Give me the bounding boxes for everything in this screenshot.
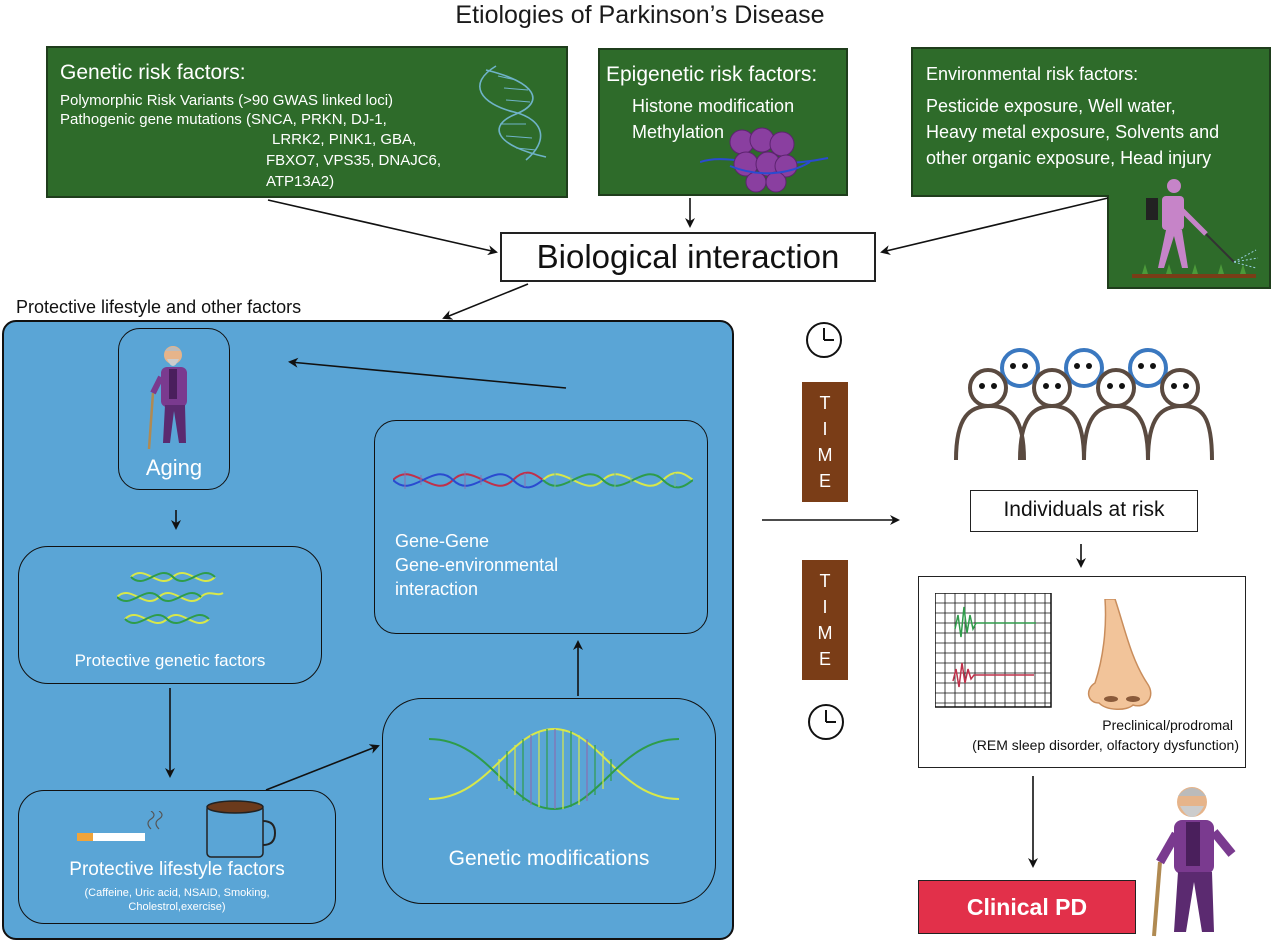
histone-icon [700, 127, 829, 193]
preclinical-label: Preclinical/prodromal [1102, 717, 1233, 733]
time-letter: M [817, 623, 833, 643]
aging-label: Aging [145, 455, 203, 480]
pesticide-farmer-icon [1132, 179, 1259, 278]
genetic-risk-line2: Pathogenic gene mutations (SNCA, PRKN, D… [60, 111, 387, 128]
time-letter: M [817, 445, 833, 465]
clinical-pd-box: Clinical PD [918, 880, 1136, 934]
epigenetic-risk-box: Epigenetic risk factors: Histone modific… [598, 48, 848, 196]
time-letter: E [818, 649, 831, 669]
environmental-line3: other organic exposure, Head injury [926, 148, 1212, 168]
protective-lifestyle-line1: (Caffeine, Uric acid, NSAID, Smoking, [84, 887, 270, 899]
interaction-label: interaction [395, 579, 479, 599]
protective-lifestyle-line2: Cholestrol,exercise) [128, 901, 226, 913]
nose-icon [1087, 599, 1152, 710]
protective-genetic-label: Protective genetic factors [74, 651, 266, 670]
elderly-patient-icon [1152, 787, 1236, 937]
dna-helix-icon [479, 65, 547, 161]
aging-box: Aging [118, 328, 230, 490]
genetic-modifications-box: Genetic modifications [382, 698, 716, 904]
genetic-risk-heading: Genetic risk factors: [60, 61, 246, 84]
epigenetic-line1: Histone modification [632, 96, 795, 116]
gene-interaction-box: Gene-Gene Gene-environmental interaction [374, 420, 708, 634]
time-letter: I [822, 597, 828, 617]
time-letter: E [818, 471, 831, 491]
genetic-risk-line5: ATP13A2) [266, 173, 335, 190]
sleep-eeg-grid-icon [935, 593, 1052, 708]
protective-lifestyle-box: Protective lifestyle factors (Caffeine, … [18, 790, 336, 924]
gene-gene-label: Gene-Gene [395, 531, 490, 551]
time-letter: I [822, 419, 828, 439]
clock-icon [808, 704, 844, 740]
biological-interaction-box: Biological interaction [500, 232, 876, 282]
epigenetic-risk-heading: Epigenetic risk factors: [606, 63, 818, 86]
time-box-upper: T I M E [802, 382, 848, 502]
individuals-at-risk-box: Individuals at risk [970, 490, 1198, 532]
protective-genetic-box: Protective genetic factors [18, 546, 322, 684]
preclinical-symptoms: (REM sleep disorder, olfactory dysfuncti… [972, 737, 1239, 753]
gene-interaction-dna-icon [393, 471, 693, 489]
protective-factors-label: Protective lifestyle and other factors [16, 297, 302, 317]
genetic-risk-line3: LRRK2, PINK1, GBA, [272, 131, 417, 148]
gene-environmental-label: Gene-environmental [395, 555, 559, 575]
diagram-title: Etiologies of Parkinson’s Disease [455, 1, 825, 29]
genetic-modifications-label: Genetic modifications [448, 847, 650, 870]
environmental-line2: Heavy metal exposure, Solvents and [926, 122, 1220, 142]
time-letter: T [819, 393, 831, 413]
elderly-man-icon [147, 346, 187, 450]
genetic-risk-line4: FBXO7, VPS35, DNAJC6, [266, 152, 442, 169]
cigarette-icon [77, 811, 163, 841]
protective-lifestyle-heading: Protective lifestyle factors [69, 859, 285, 880]
time-box-lower: T I M E [802, 560, 848, 680]
preclinical-box: Preclinical/prodromal (REM sleep disorde… [918, 576, 1246, 768]
dna-strands-icon [117, 571, 224, 625]
time-letter: T [819, 571, 831, 591]
epigenetic-line2: Methylation [632, 122, 725, 142]
environmental-risk-heading: Environmental risk factors: [926, 64, 1139, 84]
genetic-risk-box: Genetic risk factors: Polymorphic Risk V… [46, 46, 568, 198]
environmental-line1: Pesticide exposure, Well water, [926, 96, 1176, 116]
genetic-risk-line1: Polymorphic Risk Variants (>90 GWAS link… [60, 92, 394, 109]
dna-double-helix-icon [429, 727, 679, 811]
coffee-cup-icon [206, 800, 277, 858]
clock-icon [806, 322, 842, 358]
people-group-icon [954, 348, 1214, 461]
